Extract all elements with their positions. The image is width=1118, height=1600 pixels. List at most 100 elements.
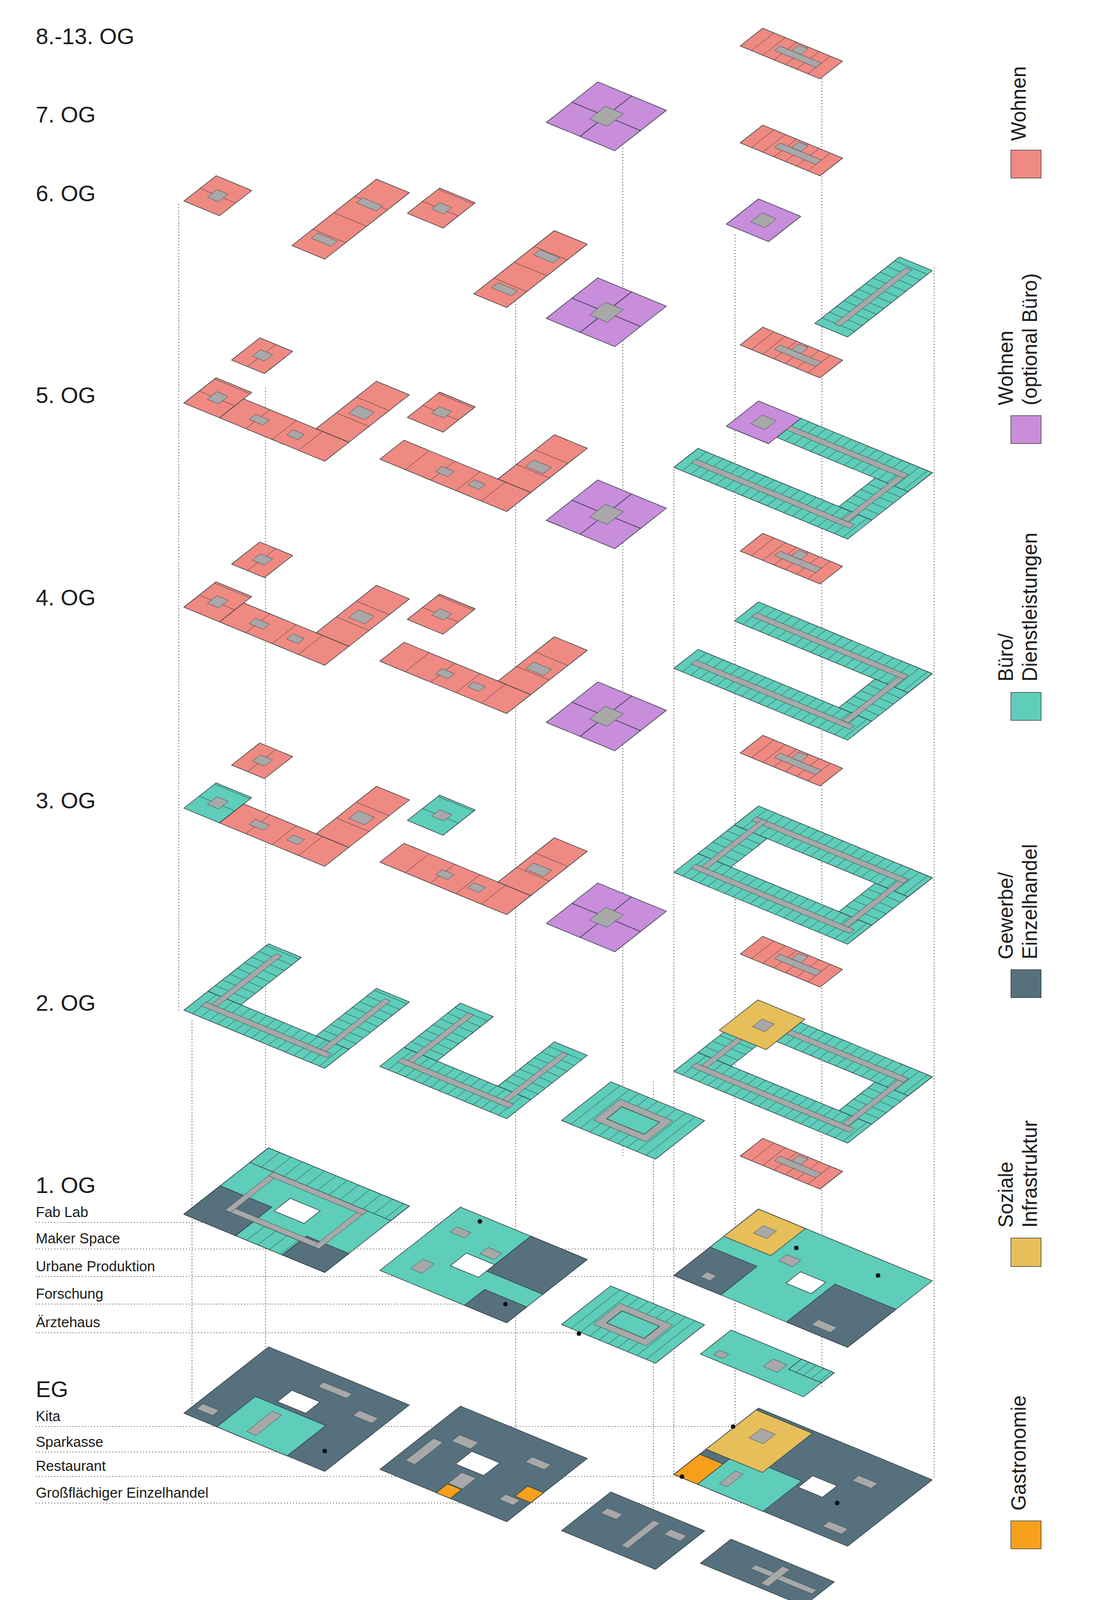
marker-dot [730, 1425, 736, 1430]
courtyard [277, 1390, 320, 1414]
core-area [348, 406, 375, 421]
room-division [751, 332, 775, 351]
use-area [249, 1148, 410, 1221]
floor-slab [673, 1408, 933, 1547]
room-division [246, 614, 271, 634]
room-division [317, 1176, 337, 1191]
use-area [464, 1290, 527, 1324]
floor-slab [184, 541, 410, 666]
core-area [700, 1272, 717, 1282]
use-area [726, 199, 801, 242]
core-area [252, 755, 273, 767]
room-divisions [516, 450, 569, 479]
room-divisions [751, 538, 831, 579]
room-division [385, 1204, 404, 1219]
core-area [525, 863, 552, 877]
room-division [751, 941, 775, 960]
core-area [246, 1411, 282, 1436]
room-divisions [751, 740, 831, 782]
use-area [407, 795, 475, 836]
use-label: Ärztehaus [35, 1314, 101, 1332]
room-division [795, 1362, 809, 1374]
leader-line [35, 1503, 838, 1504]
core-area [318, 1382, 352, 1399]
floor-slab [700, 1539, 835, 1600]
floor-slab [184, 175, 410, 259]
core-area [791, 44, 809, 55]
floor-label: 4. OG [35, 585, 96, 612]
core-area [200, 1002, 332, 1059]
core-area [451, 1435, 479, 1450]
legend-text: Wohnen (optional Büro) [993, 260, 1042, 406]
core-area [791, 1155, 809, 1165]
floor-slab [184, 1148, 410, 1273]
core-area [691, 864, 855, 934]
marker-dot [875, 1274, 881, 1279]
floor-slab [726, 199, 933, 338]
room-division [430, 663, 455, 683]
marker-dot [679, 1474, 684, 1480]
core-area [811, 1320, 837, 1334]
room-divisions [751, 941, 831, 983]
use-area [231, 337, 293, 374]
core-area [525, 662, 552, 676]
floor-label: EG [35, 1377, 69, 1404]
floor-slab [673, 1209, 933, 1348]
core-area [313, 1209, 368, 1250]
floor-slab [546, 479, 667, 549]
legend-swatch [1010, 415, 1042, 445]
room-division [295, 1167, 314, 1182]
core-area [701, 819, 768, 870]
room-division [535, 853, 569, 867]
room-divisions [493, 246, 568, 292]
floor-slab [546, 82, 667, 152]
floor-slab [379, 795, 588, 915]
use-area [473, 230, 588, 308]
core-area [760, 1567, 790, 1588]
room-division [261, 1153, 280, 1168]
use-label: Sparkasse [35, 1434, 104, 1451]
room-division [199, 796, 235, 811]
room-division [246, 1227, 265, 1242]
room-divisions [682, 1056, 867, 1143]
floor-slab [739, 735, 843, 787]
core-area [467, 682, 486, 692]
leader-line [35, 1477, 682, 1478]
legend-text: Gewerbe/ Einzelhandel [993, 844, 1042, 960]
floor-slab [739, 125, 843, 177]
core-area [405, 1439, 443, 1466]
use-label: Fab Lab [35, 1204, 89, 1221]
core-area [248, 819, 270, 831]
legend-text: Soziale Infrastruktur [993, 1120, 1042, 1229]
core-area [207, 796, 229, 810]
core-area [589, 706, 624, 727]
use-area [231, 541, 293, 578]
room-division [818, 1371, 832, 1382]
room-division [422, 405, 459, 421]
floor-slab [739, 533, 843, 585]
room-divisions [571, 1290, 696, 1361]
floor-slab [739, 936, 843, 988]
use-area [723, 1209, 806, 1257]
use-label: Großflächiger Einzelhandel [35, 1485, 209, 1502]
room-division [903, 876, 928, 896]
core-area [435, 466, 455, 478]
room-division [340, 1185, 359, 1201]
use-area [231, 743, 293, 780]
marker-dot [477, 1219, 483, 1225]
room-division [437, 595, 474, 611]
room-divisions [751, 32, 831, 74]
core-area [207, 392, 229, 405]
room-division [214, 379, 251, 394]
room-division [283, 1162, 303, 1177]
core-area [842, 676, 905, 724]
room-divisions [405, 450, 506, 502]
use-area [407, 187, 475, 229]
core-area [479, 1247, 503, 1261]
courtyard [798, 1476, 838, 1498]
room-divisions [751, 332, 831, 374]
core-area [791, 550, 809, 560]
use-area [739, 735, 843, 787]
core-area [248, 414, 270, 426]
core-area [786, 426, 909, 479]
